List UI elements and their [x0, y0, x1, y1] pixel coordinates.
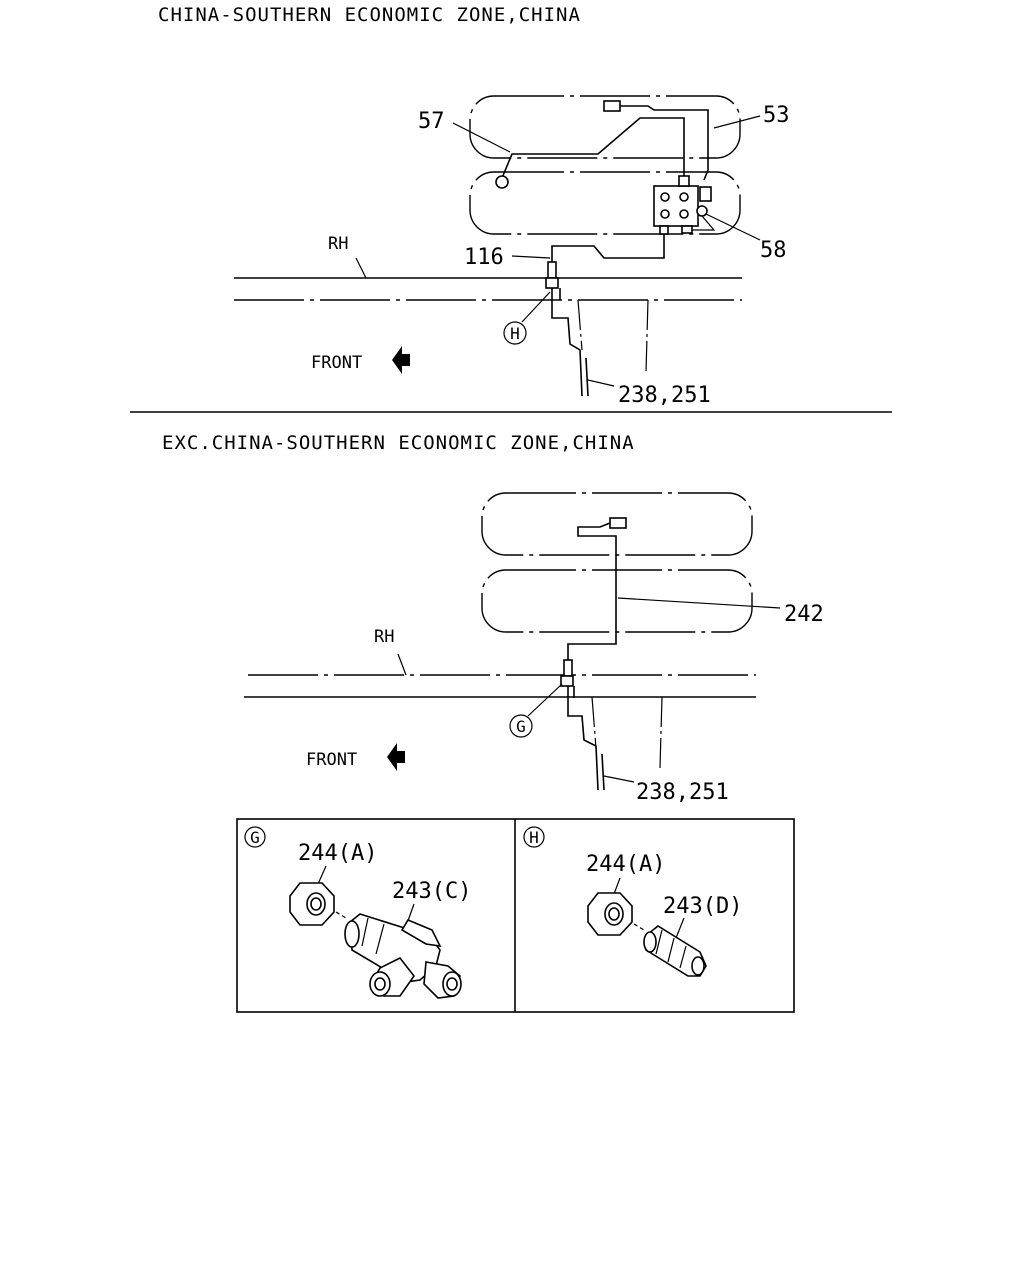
- tee-fitting-243c: [344, 913, 462, 999]
- axis-h: [633, 923, 645, 931]
- leader-238: [587, 379, 615, 387]
- label-front: FRONT: [311, 353, 362, 373]
- detail-badge-g: [509, 714, 533, 738]
- leader-h: [521, 291, 551, 323]
- leader-rh-b: [397, 653, 407, 676]
- detail-badge-h: [503, 321, 527, 345]
- frame-hidden-edge: [577, 299, 649, 373]
- label-rh-b: RH: [374, 627, 394, 647]
- label-front-b: FRONT: [306, 750, 357, 770]
- leader-244-h: [613, 877, 621, 895]
- pipe-57: [501, 117, 685, 179]
- detail-h-fitting-label: 243(D): [663, 894, 742, 919]
- valve-block: [653, 185, 699, 227]
- valve-port-4: [679, 209, 689, 219]
- leader-rh: [355, 257, 367, 279]
- top-section-title: CHINA-SOUTHERN ECONOMIC ZONE,CHINA: [158, 4, 581, 26]
- front-arrow-icon-b: [387, 743, 405, 771]
- pipe-238-251: [551, 288, 589, 397]
- valve-fitting-bottom: [659, 225, 669, 235]
- leader-244-g: [317, 865, 327, 885]
- nut-244-h: [587, 892, 633, 936]
- harness-242-fitting: [563, 659, 573, 677]
- detail-h: H 244(A) 243(D): [523, 826, 742, 977]
- valve-connector-right: [699, 186, 712, 202]
- connector-fitting-243d: [643, 925, 707, 977]
- detail-badge-g-letter: G: [516, 717, 526, 736]
- label-rh: RH: [328, 234, 348, 254]
- pipe-116-fitting: [547, 261, 557, 279]
- bottom-section: EXC.CHINA-SOUTHERN ECONOMIC ZONE,CHINA 2…: [162, 432, 824, 805]
- connector-h: [545, 277, 559, 289]
- top-section: CHINA-SOUTHERN ECONOMIC ZONE,CHINA: [158, 4, 790, 408]
- connector-g: [560, 675, 574, 687]
- pipe-57-end-nut: [495, 175, 509, 189]
- front-arrow-icon: [392, 346, 410, 374]
- valve-port-1: [660, 192, 670, 202]
- sensor-connector: [603, 100, 621, 112]
- leader-g: [527, 683, 563, 717]
- label-116: 116: [464, 245, 504, 270]
- label-53: 53: [763, 103, 790, 128]
- label-238-251: 238,251: [618, 383, 711, 408]
- detail-h-badge: [523, 826, 545, 848]
- detail-g-fitting-label: 243(C): [392, 879, 471, 904]
- axis-g: [335, 911, 347, 919]
- sensor-connector-b: [609, 517, 627, 529]
- leader-57: [452, 122, 511, 153]
- detail-g-nut-label: 244(A): [298, 841, 377, 866]
- air-tank-lower-b: [481, 569, 753, 633]
- label-58: 58: [760, 238, 787, 263]
- leader-243d: [675, 917, 685, 939]
- detail-badge-h-letter: H: [510, 324, 520, 343]
- detail-panels: G 244(A) 243(C): [236, 818, 795, 1013]
- label-242: 242: [784, 602, 824, 627]
- detail-h-nut-label: 244(A): [586, 852, 665, 877]
- detail-g-badge: [244, 826, 266, 848]
- leader-116: [511, 255, 551, 259]
- leader-53: [713, 115, 761, 129]
- air-tank-upper-b: [481, 492, 753, 556]
- air-tank-lower: [469, 171, 741, 235]
- drain-line-58: [692, 215, 716, 231]
- detail-g: G 244(A) 243(C): [244, 826, 471, 999]
- leader-242: [617, 597, 781, 609]
- harness-242: [567, 522, 617, 660]
- leader-238-b: [603, 775, 635, 783]
- drain-valve-58: [696, 205, 708, 217]
- pipe-116: [551, 234, 665, 262]
- frame-hidden-edge-b: [591, 696, 663, 769]
- valve-port-3: [660, 209, 670, 219]
- valve-port-2: [679, 192, 689, 202]
- leader-58: [705, 213, 761, 241]
- label-57: 57: [418, 109, 445, 134]
- valve-fitting-top: [678, 175, 690, 187]
- detail-h-badge-letter: H: [529, 828, 539, 847]
- pipe-238-251-b: [567, 686, 605, 791]
- harness-wire-53: [620, 105, 709, 181]
- nut-244-g: [289, 882, 335, 926]
- detail-g-badge-letter: G: [250, 828, 260, 847]
- valve-fitting-bottom-right: [681, 225, 693, 234]
- bottom-section-title: EXC.CHINA-SOUTHERN ECONOMIC ZONE,CHINA: [162, 432, 635, 454]
- label-238-251-b: 238,251: [636, 780, 729, 805]
- air-tank-upper: [469, 95, 741, 159]
